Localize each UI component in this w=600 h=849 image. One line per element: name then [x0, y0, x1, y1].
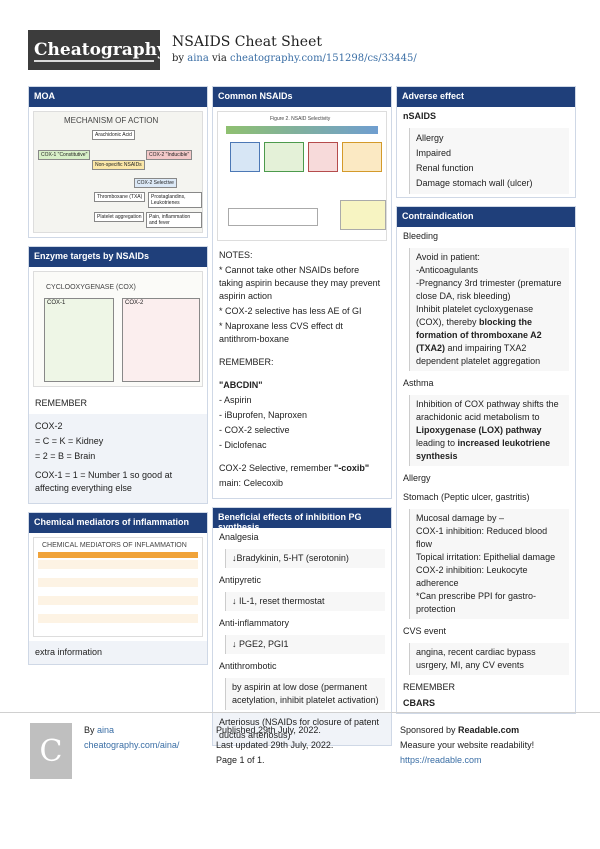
footer-dates: Published 29th July, 2022. Last updated …: [216, 725, 334, 765]
enzyme-line: = 2 = B = Brain: [35, 451, 96, 461]
column-3: Adverse effect nSAIDS Allergy Impaired R…: [396, 86, 576, 722]
enzyme-line: COX-1 = 1 = Number 1 so good at affectin…: [35, 470, 173, 493]
nsaid-list-item: - Diclofenac: [219, 440, 267, 450]
section-title: Enzyme targets by NSAIDs: [29, 247, 207, 267]
contra-label: Asthma: [403, 378, 434, 388]
section-enzyme-targets: Enzyme targets by NSAIDs CYCLOOXYGENASE …: [28, 246, 208, 504]
effect-label: Antipyretic: [219, 575, 262, 585]
notes-label: NOTES:: [219, 250, 253, 260]
abcdin-mnemonic: "ABCDIN": [219, 380, 263, 390]
sponsor-name[interactable]: Readable.com: [458, 725, 520, 735]
note-line: * Cannot take other NSAIDs before taking…: [219, 265, 381, 301]
column-2: Common NSAIDs Figure 2. NSAID Selectivit…: [212, 86, 392, 754]
remember-label: REMEMBER: [35, 398, 88, 408]
author-link[interactable]: aina: [187, 53, 209, 64]
cheatography-logo[interactable]: Cheatography: [28, 30, 167, 70]
author-avatar[interactable]: C: [30, 723, 72, 779]
section-adverse-effect: Adverse effect nSAIDS Allergy Impaired R…: [396, 86, 576, 198]
coxib-note: COX-2 Selective, remember "-coxib": [219, 463, 370, 473]
note-line: * Naproxane less CVS effect dt antithrom…: [219, 321, 343, 344]
extra-information: extra information: [29, 641, 207, 664]
enzyme-line: = C = K = Kidney: [35, 436, 104, 446]
section-title: Beneficial effects of inhibition PG synt…: [213, 508, 391, 532]
effect-label: Arteriosus (NSAIDs for closure of patent…: [213, 713, 391, 745]
adverse-item: Allergy: [416, 133, 444, 143]
footer-sponsor: Sponsored by Readable.com Measure your w…: [400, 723, 534, 768]
coxib-main: main: Celecoxib: [219, 478, 284, 488]
nsaid-list-item: - iBuprofen, Naproxen: [219, 410, 308, 420]
header: Cheatography NSAIDS Cheat Sheet by aina …: [0, 0, 600, 80]
effect-label: Anti-inflammatory: [219, 618, 290, 628]
section-moa: MOA MECHANISM OF ACTION Arachidonic Acid…: [28, 86, 208, 238]
cbars-mnemonic: CBARS: [403, 698, 436, 708]
section-title: Adverse effect: [397, 87, 575, 107]
byline: by aina via cheatography.com/151298/cs/3…: [172, 53, 417, 64]
contra-label: Stomach (Peptic ulcer, gastritis): [403, 492, 530, 502]
adverse-item: Damage stomach wall (ulcer): [416, 178, 533, 188]
contra-label: Bleeding: [403, 231, 439, 241]
contra-label: Allergy: [403, 473, 431, 483]
section-title: Contraindication: [397, 207, 575, 227]
section-title: MOA: [29, 87, 207, 107]
sponsor-link[interactable]: https://readable.com: [400, 755, 482, 765]
moa-diagram-image: MECHANISM OF ACTION Arachidonic Acid COX…: [33, 111, 203, 233]
author-name-link[interactable]: aina: [97, 725, 115, 735]
mediators-table-image: CHEMICAL MEDIATORS OF INFLAMMATION: [33, 537, 203, 637]
author-profile-link[interactable]: cheatography.com/aina/: [84, 740, 180, 750]
section-title: Chemical mediators of inflammation: [29, 513, 207, 533]
cvs-detail: angina, recent cardiac bypass usrgery, M…: [409, 643, 569, 675]
remember-label: REMEMBER: [403, 682, 456, 692]
footer: C By aina cheatography.com/aina/ Publish…: [0, 712, 600, 849]
adverse-item: Renal function: [416, 163, 474, 173]
section-contraindication: Contraindication Bleeding Avoid in patie…: [396, 206, 576, 714]
nsaid-list-item: - COX-2 selective: [219, 425, 290, 435]
nsaid-selectivity-image: Figure 2. NSAID Selectivity: [217, 111, 387, 241]
section-chemical-mediators: Chemical mediators of inflammation CHEMI…: [28, 512, 208, 665]
contra-label: CVS event: [403, 626, 447, 636]
adverse-heading: nSAIDS: [403, 111, 437, 121]
note-line: * COX-2 selective has less AE of GI: [219, 306, 362, 316]
section-common-nsaids: Common NSAIDs Figure 2. NSAID Selectivit…: [212, 86, 392, 499]
section-beneficial-effects: Beneficial effects of inhibition PG synt…: [212, 507, 392, 746]
effect-value: ↓ PGE2, PGI1: [225, 635, 385, 654]
effect-value: ↓Bradykinin, 5-HT (serotonin): [225, 549, 385, 568]
sheet-url-link[interactable]: cheatography.com/151298/cs/33445/: [230, 53, 417, 64]
remember-label: REMEMBER:: [219, 357, 274, 367]
effect-label: Antithrombotic: [219, 661, 277, 671]
cox-notes-image: CYCLOOXYGENASE (COX) COX-1 COX-2: [33, 271, 203, 387]
column-1: MOA MECHANISM OF ACTION Arachidonic Acid…: [28, 86, 208, 673]
nsaid-list-item: - Aspirin: [219, 395, 252, 405]
adverse-item: Impaired: [416, 148, 452, 158]
footer-author: By aina cheatography.com/aina/: [84, 723, 179, 753]
enzyme-line: COX-2: [35, 421, 63, 431]
page-title: NSAIDS Cheat Sheet: [172, 34, 322, 50]
effect-value: by aspirin at low dose (permanent acetyl…: [225, 678, 385, 710]
effect-value: ↓ IL-1, reset thermostat: [225, 592, 385, 611]
effect-label: Analgesia: [219, 532, 259, 542]
section-title: Common NSAIDs: [213, 87, 391, 107]
